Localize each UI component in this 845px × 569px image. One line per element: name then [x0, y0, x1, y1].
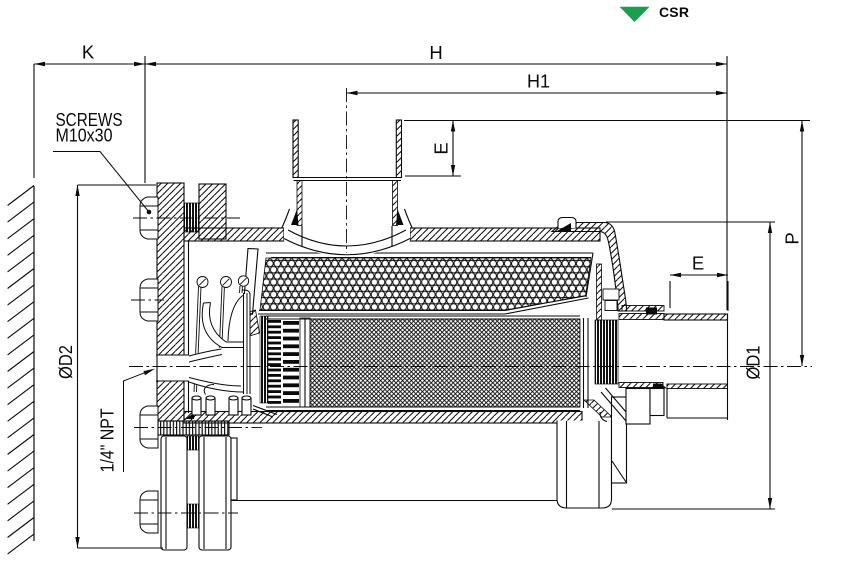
svg-text:1/4" NPT: 1/4" NPT — [96, 408, 117, 472]
svg-text:CSR: CSR — [659, 4, 689, 20]
svg-text:E: E — [431, 142, 452, 154]
svg-text:H1: H1 — [527, 71, 550, 92]
svg-text:E: E — [692, 253, 704, 274]
svg-text:H: H — [429, 42, 442, 63]
svg-text:ØD1: ØD1 — [743, 346, 764, 380]
svg-text:P: P — [782, 232, 803, 244]
svg-text:M10x30: M10x30 — [56, 124, 113, 145]
svg-text:K: K — [82, 42, 95, 63]
svg-text:ØD2: ØD2 — [55, 345, 76, 379]
svg-text:SCREWS: SCREWS — [56, 109, 123, 130]
